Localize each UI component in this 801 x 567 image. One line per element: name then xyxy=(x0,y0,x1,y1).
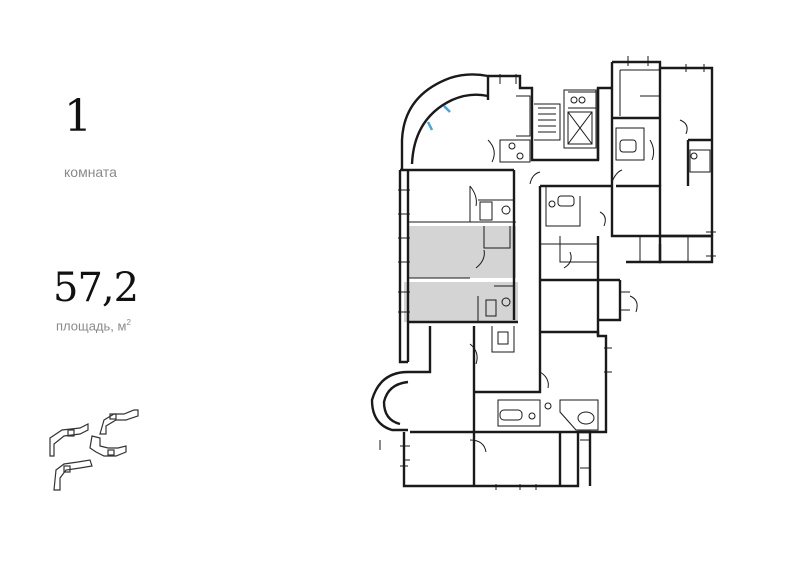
area-unit-sup: 2 xyxy=(126,318,131,327)
area-value: 57,2 xyxy=(53,265,139,311)
rooms-label: комната xyxy=(64,164,117,180)
highlighted-apartment xyxy=(404,226,518,322)
area-label-text: площадь, м xyxy=(56,318,127,334)
area-label: площадь, м2 xyxy=(56,318,131,333)
rooms-count: 1 xyxy=(64,91,92,142)
